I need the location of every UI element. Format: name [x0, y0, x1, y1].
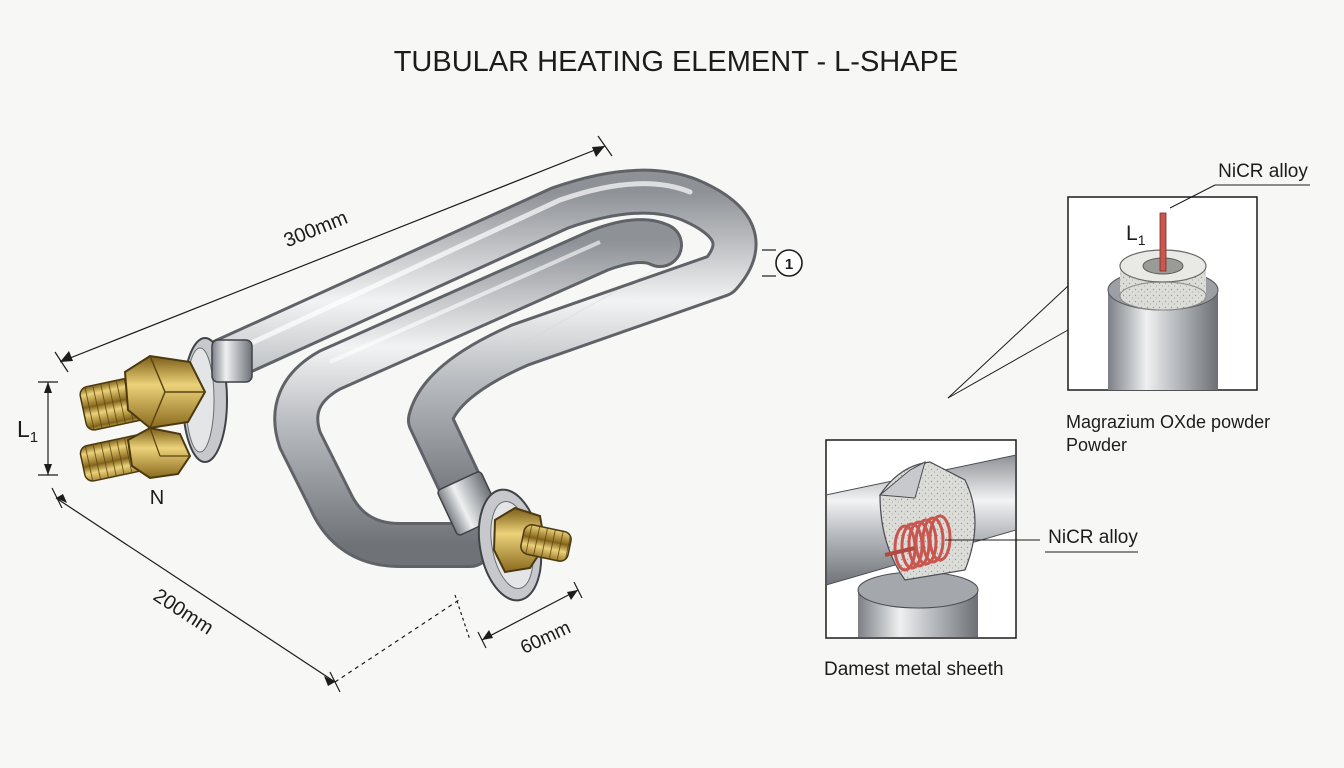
nicr-coil — [893, 514, 952, 572]
dimension-length — [54, 135, 613, 373]
dimension-length-label: 300mm — [281, 207, 351, 252]
dimension-width-label: 200mm — [149, 585, 217, 640]
heating-element — [79, 168, 758, 602]
threaded-stud-icon — [520, 524, 572, 562]
powder-label-line1: Magrazium OXde powder — [1066, 412, 1270, 432]
terminal-lower — [79, 426, 192, 482]
dimension-offset-label: 60mm — [517, 617, 574, 658]
dimension-offset — [454, 581, 583, 649]
nicr-wire — [1159, 212, 1167, 272]
terminal-right — [437, 471, 572, 602]
detail-cutaway — [825, 439, 1138, 639]
section-label: L1 — [1126, 222, 1146, 248]
conductor-label-top: NiCR alloy — [1218, 161, 1308, 182]
sheath-label: Damest metal sheeth — [824, 659, 1004, 680]
coil-label: NiCR alloy — [1048, 527, 1138, 548]
page-title: TUBULAR HEATING ELEMENT - L-SHAPE — [394, 46, 959, 78]
circle-callout-icon: 1 — [762, 249, 803, 277]
terminal-upper — [79, 354, 207, 431]
terminal-label: N — [150, 487, 164, 509]
dimension-width — [51, 487, 463, 693]
detail-cross-section: L1 — [947, 184, 1310, 399]
dimension-height-label: L1 — [17, 416, 38, 446]
powder-label-line2: Powder — [1066, 435, 1127, 455]
dimension-height — [38, 381, 58, 476]
svg-text:1: 1 — [785, 256, 793, 273]
